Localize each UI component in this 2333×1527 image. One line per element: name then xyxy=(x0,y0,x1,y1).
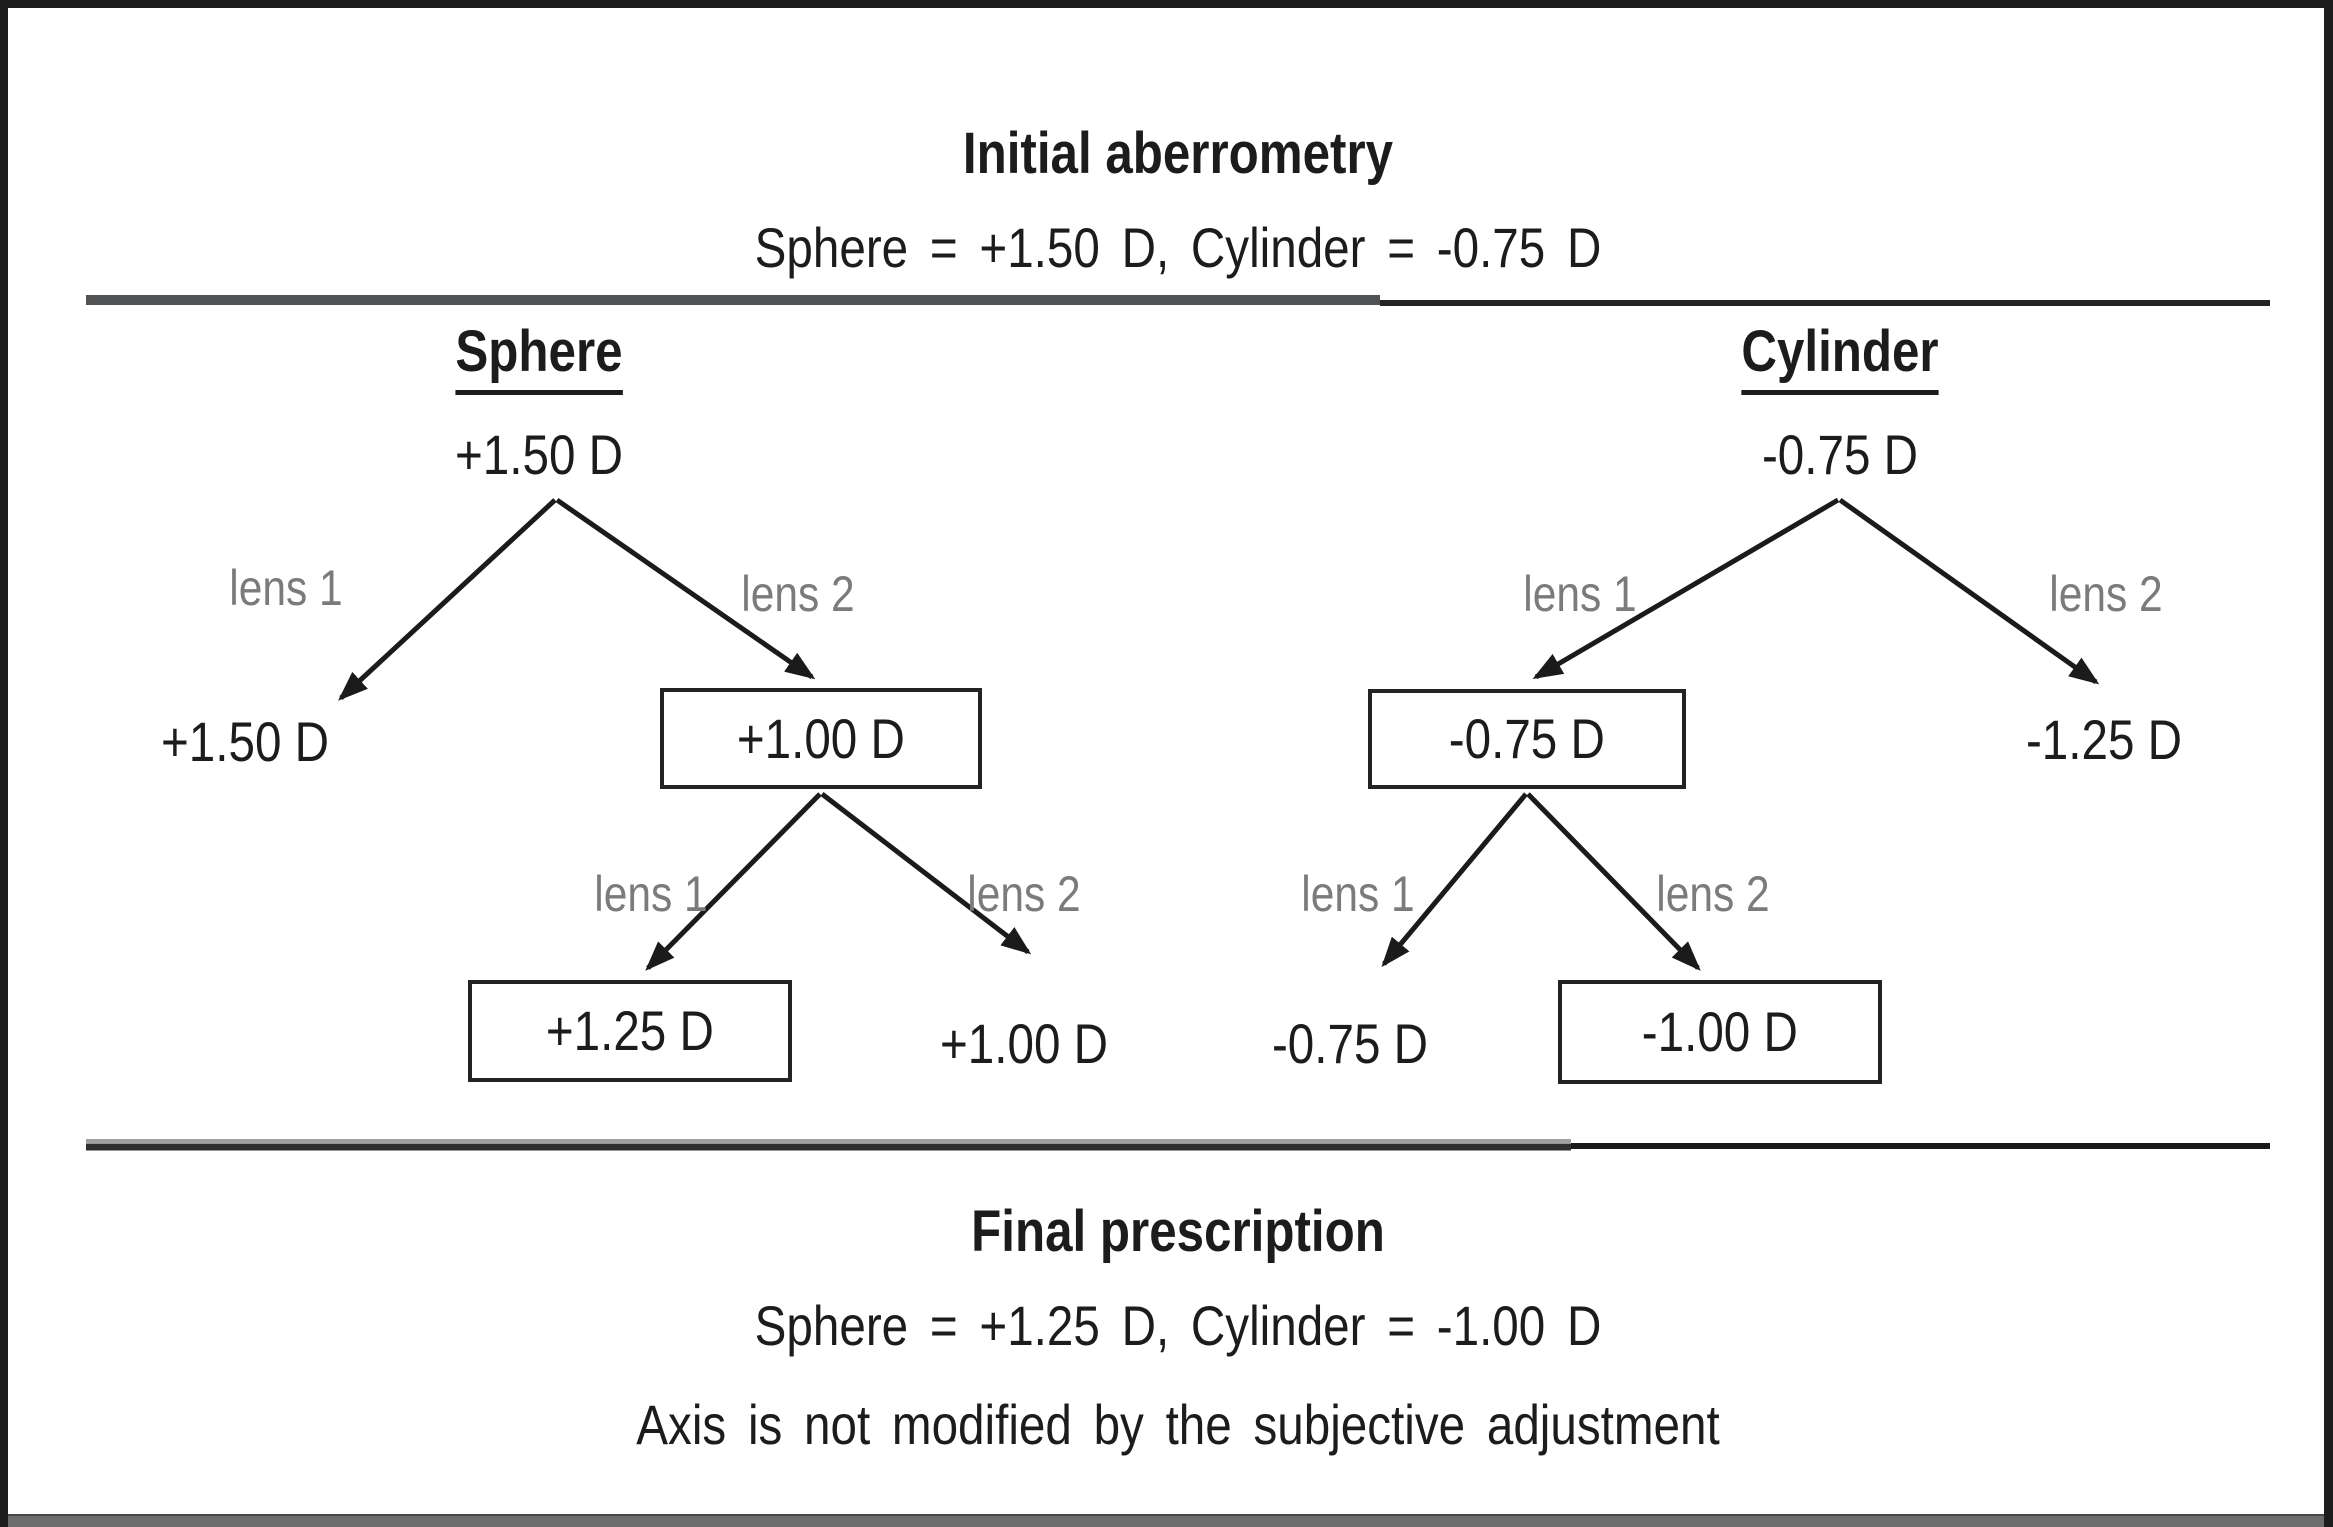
separator-bottom xyxy=(86,1139,2270,1151)
header-subtitle: Sphere = +1.50 D, Cylinder = -0.75 D xyxy=(754,216,1602,279)
sphere-tree-arrows xyxy=(338,497,1032,971)
footer-title: Final prescription xyxy=(971,1199,1385,1264)
sphere-tree-heading: Sphere xyxy=(455,319,623,395)
cylinder-level2-left-value: -0.75 D xyxy=(1271,1012,1429,1075)
tree-connectors xyxy=(86,295,2270,1151)
header-title: Initial aberrometry xyxy=(962,121,1394,186)
cylinder-root-value: -0.75 D xyxy=(1761,423,1919,486)
cylinder-level2-right-value: -1.00 D xyxy=(1641,1000,1799,1063)
footer-result: Sphere = +1.25 D, Cylinder = -1.00 D xyxy=(754,1294,1602,1357)
cylinder-level1-left-branch-label: lens 1 xyxy=(1523,566,1637,622)
sphere-level2-right-value: +1.00 D xyxy=(939,1012,1109,1075)
cylinder-level1-left-value: -0.75 D xyxy=(1448,707,1606,770)
cylinder-level2-right-box: -1.00 D xyxy=(1558,980,1882,1084)
sphere-root-value: +1.50 D xyxy=(454,423,624,486)
sphere-level2-right-branch-label: lens 2 xyxy=(967,866,1081,922)
footer-note: Axis is not modified by the subjective a… xyxy=(636,1393,1720,1456)
cylinder-tree-arrows xyxy=(1381,497,2100,971)
bottom-border-bar xyxy=(8,1514,2324,1527)
cylinder-tree-heading-text: Cylinder xyxy=(1741,319,1939,395)
sphere-tree-heading-text: Sphere xyxy=(455,319,623,395)
sphere-level1-right-value: +1.00 D xyxy=(736,706,906,770)
cylinder-level2-right-branch-label: lens 2 xyxy=(1656,866,1770,922)
sphere-level2-left-branch-label: lens 1 xyxy=(594,866,708,922)
cylinder-level1-right-value: -1.25 D xyxy=(2025,708,2183,771)
sphere-level2-left-value: +1.25 D xyxy=(545,999,715,1062)
cylinder-level1-left-box: -0.75 D xyxy=(1368,689,1686,789)
cylinder-level2-left-branch-label: lens 1 xyxy=(1301,866,1415,922)
separator-top xyxy=(86,295,2270,306)
sphere-level1-left-value: +1.50 D xyxy=(160,710,330,773)
sphere-level1-right-branch-label: lens 2 xyxy=(741,566,855,622)
sphere-level2-left-box: +1.25 D xyxy=(468,980,792,1082)
cylinder-tree-heading: Cylinder xyxy=(1741,319,1939,395)
cylinder-level1-right-branch-label: lens 2 xyxy=(2049,566,2163,622)
sphere-level1-left-branch-label: lens 1 xyxy=(229,560,343,616)
sphere-level1-right-box: +1.00 D xyxy=(660,688,982,789)
